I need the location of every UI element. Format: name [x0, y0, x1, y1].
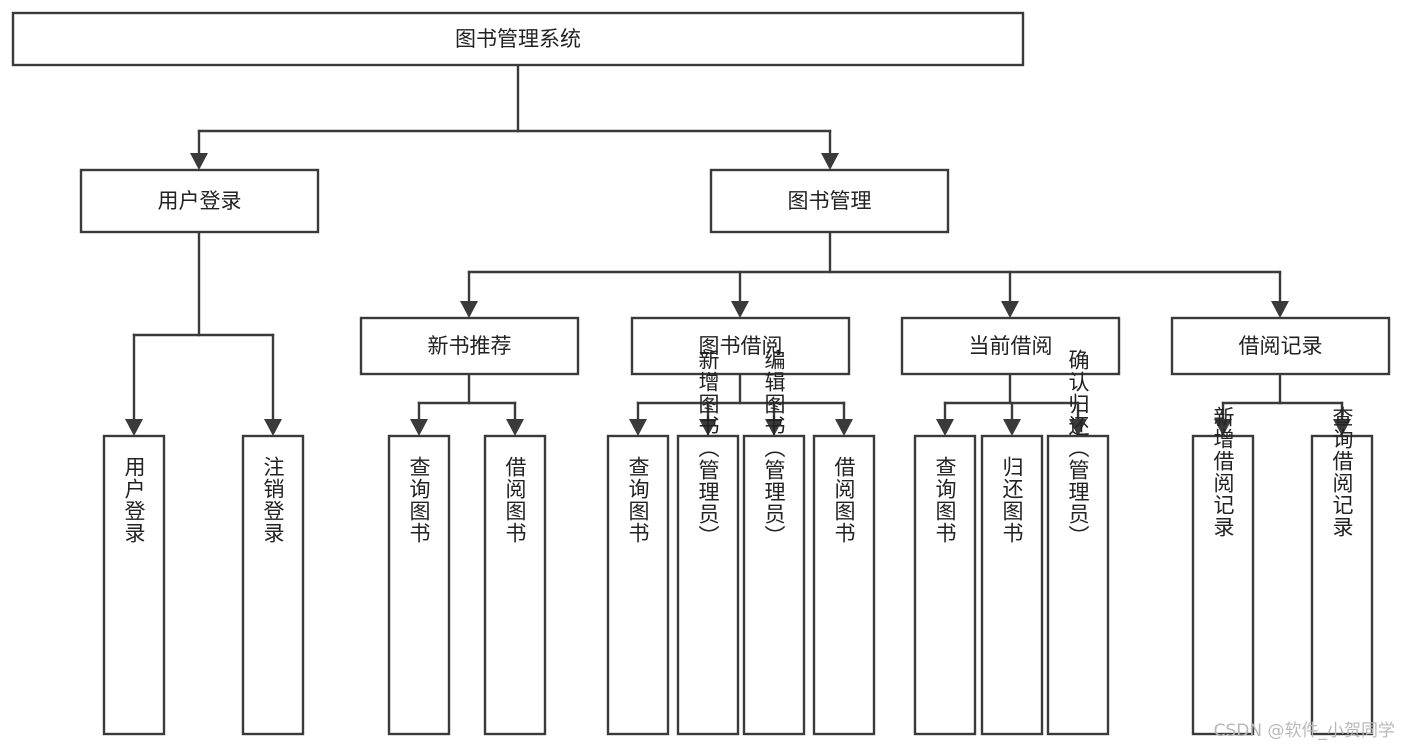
- arrow-login-leaf1: [125, 419, 143, 436]
- leaf-query-book-newbook[interactable]: 查询图书: [387, 434, 451, 736]
- arrow-borrow-l4: [835, 419, 853, 436]
- leaf-query-borrow-record-label: 查询借阅记录: [1330, 406, 1354, 538]
- leaf-add-borrow-record-label: 新增借阅记录: [1211, 406, 1235, 538]
- leaf-return-book-box[interactable]: [980, 434, 1044, 736]
- leaf-add-book-admin-label: 新增图书（管理员）: [696, 349, 720, 547]
- node-root-box[interactable]: [11, 11, 1025, 67]
- node-root-label: 图书管理系统: [455, 27, 581, 51]
- node-borrow-record-box[interactable]: [1170, 316, 1391, 376]
- node-book-management-box[interactable]: [709, 168, 950, 234]
- leaf-logout-label: 注销登录: [261, 456, 285, 544]
- arrow-current-l1: [936, 419, 954, 436]
- leaf-query-book-current[interactable]: 查询图书: [913, 434, 977, 736]
- leaf-add-book-admin-box[interactable]: [676, 434, 740, 736]
- leaf-query-borrow-record-box[interactable]: [1310, 434, 1374, 736]
- leaf-add-book-admin[interactable]: 新增图书（管理员）: [676, 349, 740, 736]
- node-new-book-recommend[interactable]: 新书推荐: [359, 316, 580, 376]
- arrow-bookmgmt-c1: [460, 301, 478, 318]
- node-book-borrow[interactable]: 图书借阅: [630, 316, 851, 376]
- arrow-login-leaf2: [264, 419, 282, 436]
- leaf-user-login[interactable]: 用户登录: [102, 434, 166, 736]
- leaf-borrow-book-label: 借阅图书: [832, 456, 856, 544]
- node-current-borrow[interactable]: 当前借阅: [900, 316, 1121, 376]
- node-user-login-box[interactable]: [79, 168, 320, 234]
- leaf-confirm-return-admin-box[interactable]: [1046, 434, 1110, 736]
- node-current-borrow-label: 当前借阅: [969, 334, 1053, 358]
- leaf-query-book-newbook-label: 查询图书: [407, 456, 431, 544]
- arrow-bookmgmt-c4: [1271, 301, 1289, 318]
- node-user-login-label: 用户登录: [158, 189, 242, 213]
- leaf-borrow-book-newbook-label: 借阅图书: [503, 456, 527, 544]
- leaf-confirm-return-admin-label: 确认归还（管理员）: [1066, 349, 1090, 547]
- leaf-query-book-current-box[interactable]: [913, 434, 977, 736]
- leaf-query-book-current-label: 查询图书: [933, 456, 957, 544]
- node-root[interactable]: 图书管理系统: [11, 11, 1025, 67]
- leaf-add-borrow-record-box[interactable]: [1191, 434, 1255, 736]
- node-borrow-record[interactable]: 借阅记录: [1170, 316, 1391, 376]
- node-book-borrow-box[interactable]: [630, 316, 851, 376]
- leaf-confirm-return-admin[interactable]: 确认归还（管理员）: [1046, 349, 1110, 736]
- leaf-logout-box[interactable]: [241, 434, 305, 736]
- leaf-borrow-book-box[interactable]: [812, 434, 876, 736]
- node-user-login[interactable]: 用户登录: [79, 168, 320, 234]
- node-new-book-recommend-box[interactable]: [359, 316, 580, 376]
- leaf-edit-book-admin[interactable]: 编辑图书（管理员）: [742, 349, 806, 736]
- leaf-query-borrow-record[interactable]: 查询借阅记录: [1310, 406, 1374, 736]
- arrow-bookmgmt-c2: [731, 301, 749, 318]
- leaf-logout[interactable]: 注销登录: [241, 434, 305, 736]
- node-book-management[interactable]: 图书管理: [709, 168, 950, 234]
- leaf-query-book-newbook-box[interactable]: [387, 434, 451, 736]
- leaf-edit-book-admin-box[interactable]: [742, 434, 806, 736]
- arrow-borrow-l1: [629, 419, 647, 436]
- node-book-borrow-label: 图书借阅: [699, 334, 783, 358]
- node-current-borrow-box[interactable]: [900, 316, 1121, 376]
- arrow-root-to-login: [190, 153, 208, 170]
- arrow-current-l2: [1003, 419, 1021, 436]
- csdn-watermark: CSDN @软件_小贺同学: [1213, 721, 1395, 741]
- arrow-bookmgmt-c3: [1001, 301, 1019, 318]
- arrow-newbook-l2: [506, 419, 524, 436]
- arrow-newbook-l1: [410, 419, 428, 436]
- leaf-user-login-box[interactable]: [102, 434, 166, 736]
- leaf-query-book-borrow-box[interactable]: [606, 434, 670, 736]
- leaf-borrow-book-newbook-box[interactable]: [483, 434, 547, 736]
- connector-layer: [125, 63, 1351, 436]
- leaf-query-book-borrow-label: 查询图书: [626, 456, 650, 544]
- node-borrow-record-label: 借阅记录: [1239, 334, 1323, 358]
- node-new-book-recommend-label: 新书推荐: [428, 334, 512, 358]
- arrow-root-to-bookmgmt: [821, 153, 839, 170]
- leaf-return-book-label: 归还图书: [1000, 456, 1024, 544]
- leaf-user-login-label: 用户登录: [122, 456, 146, 544]
- leaf-borrow-book[interactable]: 借阅图书: [812, 434, 876, 736]
- leaf-edit-book-admin-label: 编辑图书（管理员）: [762, 349, 786, 547]
- leaf-borrow-book-newbook[interactable]: 借阅图书: [483, 434, 547, 736]
- node-book-management-label: 图书管理: [788, 189, 872, 213]
- leaf-query-book-borrow[interactable]: 查询图书: [606, 434, 670, 736]
- leaf-return-book[interactable]: 归还图书: [980, 434, 1044, 736]
- leaf-add-borrow-record[interactable]: 新增借阅记录: [1191, 406, 1255, 736]
